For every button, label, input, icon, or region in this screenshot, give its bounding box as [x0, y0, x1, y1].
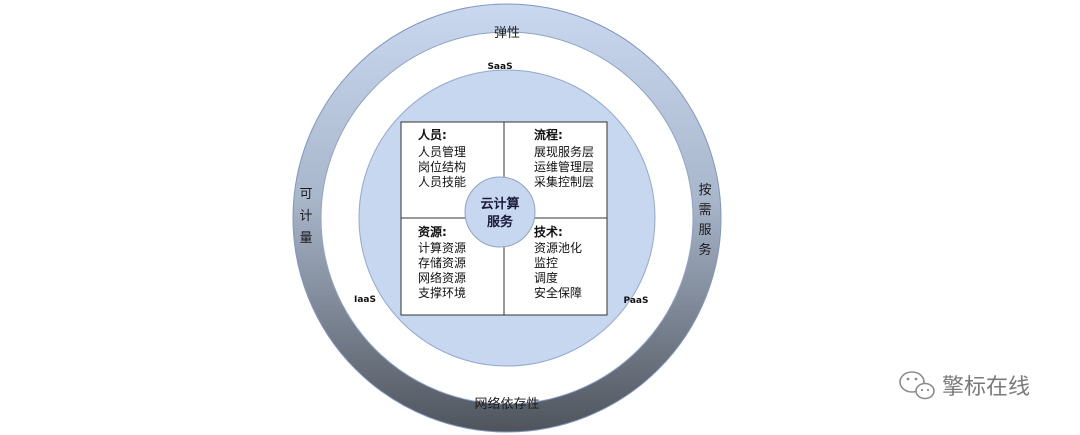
quadrant-resources-item: 存储资源 [418, 255, 466, 270]
watermark-text: 擎标在线 [942, 375, 1030, 400]
quadrant-people-item: 人员管理 [418, 144, 466, 159]
quadrant-process-item: 采集控制层 [534, 174, 594, 189]
quadrant-technology-item: 资源池化 [534, 241, 582, 255]
paas-label: PaaS [624, 296, 649, 306]
center-label-line1: 云计算 [480, 196, 519, 212]
ring-label-top: 弹性 [494, 26, 520, 41]
quadrant-technology-item: 安全保障 [534, 285, 582, 300]
quadrant-technology-item: 调度 [534, 270, 558, 285]
quadrant-process-item: 展现服务层 [534, 144, 594, 159]
center-label-line2: 服务 [487, 214, 514, 230]
quadrant-process-item: 运维管理层 [534, 159, 594, 174]
ring-label-bottom: 网络依存性 [474, 396, 539, 412]
ring-label-left-1: 可 [299, 187, 312, 202]
quadrant-resources-item: 网络资源 [418, 270, 466, 285]
ring-label-right-4: 务 [698, 242, 711, 258]
ring-label-right-3: 服 [698, 223, 711, 238]
quadrant-resources-item: 计算资源 [418, 240, 466, 255]
iaas-label: IaaS [354, 295, 376, 305]
ring-label-left-3: 量 [299, 231, 312, 246]
saas-label: SaaS [487, 62, 512, 72]
ring-label-right-1: 按 [698, 183, 711, 198]
quadrant-resources-title: 资源: [418, 224, 447, 239]
center-circle [464, 176, 536, 248]
wechat-icon [899, 371, 935, 400]
quadrant-people-item: 岗位结构 [418, 159, 466, 174]
ring-label-left-2: 计 [299, 209, 312, 224]
quadrant-people-title: 人员: [418, 127, 447, 142]
ring-label-right-2: 需 [698, 203, 711, 218]
quadrant-technology-title: 技术: [534, 224, 563, 239]
quadrant-resources-item: 支撑环境 [418, 285, 466, 300]
quadrant-process-title: 流程: [534, 127, 563, 142]
quadrant-people-item: 人员技能 [418, 175, 466, 189]
quadrant-technology-item: 监控 [534, 256, 558, 270]
